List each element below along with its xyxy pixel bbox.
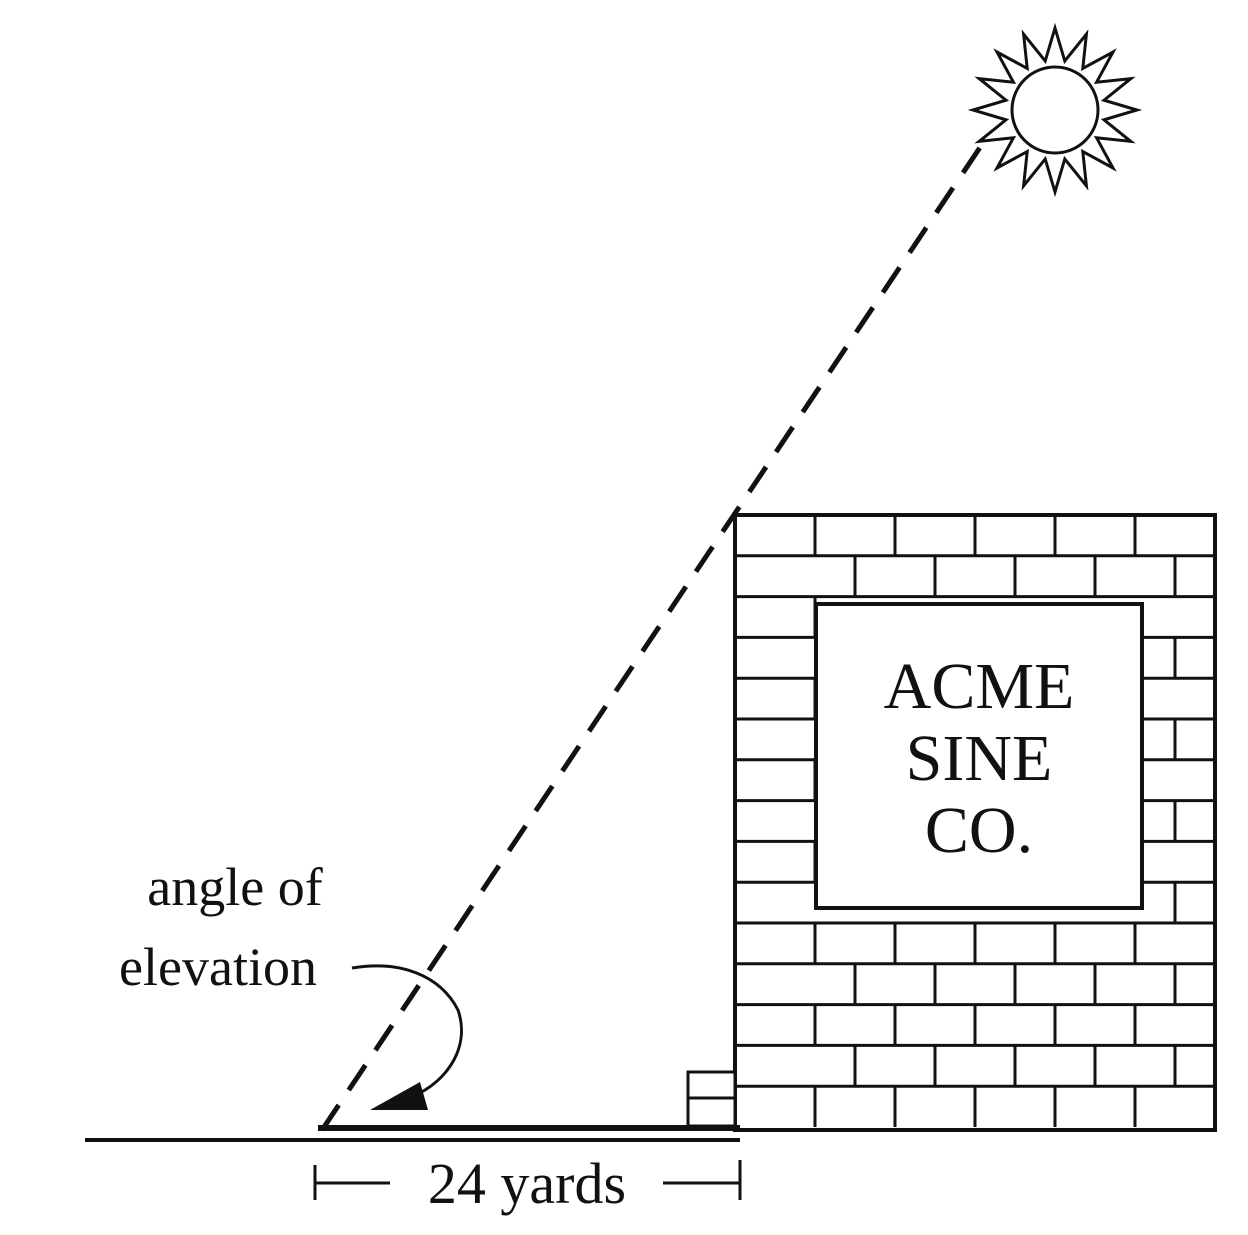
angle-label-line1: angle of [147,857,322,917]
angle-label-line2: elevation [119,937,317,997]
sign-text-line1: ACME [884,650,1075,723]
distance-label: 24 yards [428,1151,626,1216]
building-outline [733,513,1217,1132]
angle-arrowhead [370,1082,428,1110]
step-brick [686,1070,737,1128]
angle-leader-line [351,964,463,1099]
line-of-sight [319,138,988,1132]
building: ACME SINE CO. [733,513,1217,1132]
sun-icon [967,22,1143,198]
sign-text-line3: CO. [925,794,1033,867]
sign-text-line2: SINE [906,722,1053,795]
distance-dimension [313,1160,742,1200]
sign-panel [814,602,1144,910]
